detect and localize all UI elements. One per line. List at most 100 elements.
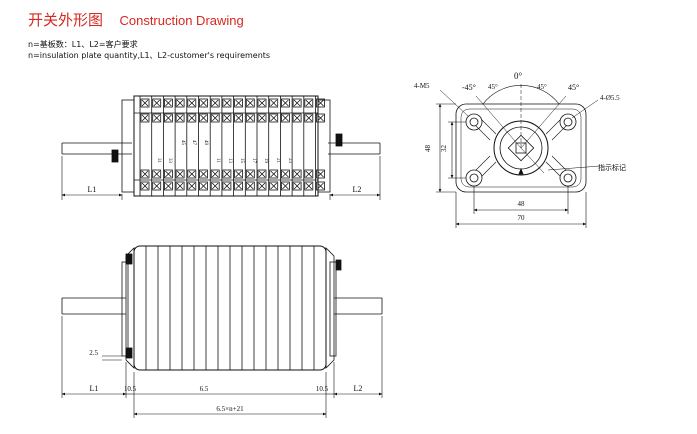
front-dim-l2: L2 (353, 185, 362, 194)
terminal-screw (175, 169, 185, 179)
bottom-dim-l2: L2 (354, 384, 363, 393)
terminal-screw (140, 98, 150, 108)
terminal-number: 15 (239, 158, 244, 164)
angle-label: 45° (568, 83, 579, 92)
terminal-screw (292, 169, 302, 179)
terminal-screw (292, 113, 302, 123)
terminal-number: 45 (180, 140, 185, 146)
terminal-screw (222, 181, 232, 191)
dim-width-48: 48 (518, 200, 526, 208)
terminal-screw (245, 113, 255, 123)
bottom-dimensions (61, 316, 383, 418)
terminal-screw (163, 169, 173, 179)
terminal-screw (187, 98, 197, 108)
terminal-screw (280, 181, 290, 191)
terminal-screw (304, 113, 314, 123)
terminal-number: 17 (251, 158, 256, 164)
terminal-screw (199, 169, 208, 179)
terminal-screw (257, 113, 267, 123)
terminal-screw (269, 113, 279, 123)
terminal-number: 11 (215, 158, 220, 163)
terminal-screw (304, 181, 314, 191)
terminal-screw (163, 181, 173, 191)
terminal-screw (257, 169, 267, 179)
dim-width-70: 70 (518, 214, 526, 222)
terminal-screw (199, 98, 208, 108)
terminal-number: 21 (275, 158, 280, 164)
dim-10-5-left: 10.5 (124, 385, 137, 393)
terminal-screw (163, 98, 173, 108)
side-view (439, 82, 601, 193)
terminal-screw (210, 113, 220, 123)
terminal-screw (316, 169, 325, 179)
terminal-screw (152, 169, 162, 179)
terminal-screw (140, 169, 150, 179)
terminal-screw (280, 113, 290, 123)
terminal-screw (175, 181, 185, 191)
dim-10-5-right: 10.5 (316, 385, 329, 393)
dim-6-5: 6.5 (200, 385, 209, 393)
terminal-screw (234, 169, 244, 179)
terminal-number: 13 (227, 158, 232, 164)
terminal-screw (187, 169, 197, 179)
indicator-label: 指示标记 (598, 163, 626, 172)
terminal-number: 19 (263, 158, 268, 164)
terminal-screw (316, 98, 325, 108)
front-terminal-numbers: 45 47 49 31 33 11 13 15 17 19 21 23 (156, 140, 292, 164)
terminal-number: 31 (156, 158, 161, 164)
terminal-screw (222, 98, 232, 108)
terminal-screw (199, 113, 208, 123)
note-english: n=insulation plate quantity,L1、L2-custom… (28, 51, 271, 60)
terminal-screw (280, 98, 290, 108)
dim-height-32: 32 (440, 145, 448, 153)
terminal-screw (269, 181, 279, 191)
front-dim-l1: L1 (88, 185, 97, 194)
header: 开关外形图 Construction Drawing (28, 9, 244, 30)
terminal-screw (152, 181, 162, 191)
angle-label: -45° (462, 83, 476, 92)
terminal-number: 49 (203, 140, 208, 146)
terminal-number: 23 (287, 158, 292, 164)
terminal-screw (234, 98, 244, 108)
side-dimensions (436, 103, 587, 228)
terminal-number: 33 (167, 158, 172, 164)
terminal-number: 47 (191, 140, 196, 146)
angle-label: 45° (488, 83, 498, 91)
terminal-screw (187, 113, 197, 123)
terminal-screw (152, 113, 162, 123)
terminal-screw (269, 169, 279, 179)
terminal-screw (210, 181, 220, 191)
hole-label-m5: 4-M5 (414, 82, 430, 90)
terminal-screw (199, 181, 208, 191)
title-chinese: 开关外形图 (28, 11, 104, 29)
terminal-screw (292, 98, 302, 108)
terminal-screw (140, 181, 150, 191)
terminal-screw (187, 181, 197, 191)
terminal-screw (304, 169, 314, 179)
terminal-screw (257, 181, 267, 191)
terminal-screw (245, 181, 255, 191)
terminal-screw (269, 98, 279, 108)
terminal-screw (140, 113, 150, 123)
note-chinese: n=基板数：L1、L2=客户要求 (28, 40, 138, 49)
terminal-screw (163, 113, 173, 123)
terminal-screw (234, 113, 244, 123)
hole-label-d55: 4-Ø5.5 (600, 94, 620, 102)
terminal-screw (245, 169, 255, 179)
terminal-screw (175, 113, 185, 123)
terminal-screw (210, 98, 220, 108)
bottom-dim-l1: L1 (90, 384, 99, 393)
terminal-screw (280, 169, 290, 179)
dim-total: 6.5×n+21 (216, 405, 244, 413)
terminal-screw (292, 181, 302, 191)
terminal-screw (222, 169, 232, 179)
terminal-screw (152, 98, 162, 108)
bottom-view (61, 245, 383, 371)
angle-label: 0° (514, 71, 523, 81)
front-dimensions (61, 156, 381, 200)
terminal-screw (222, 113, 232, 123)
terminal-screw (304, 98, 314, 108)
title-english: Construction Drawing (119, 13, 244, 28)
terminal-screw (245, 98, 255, 108)
